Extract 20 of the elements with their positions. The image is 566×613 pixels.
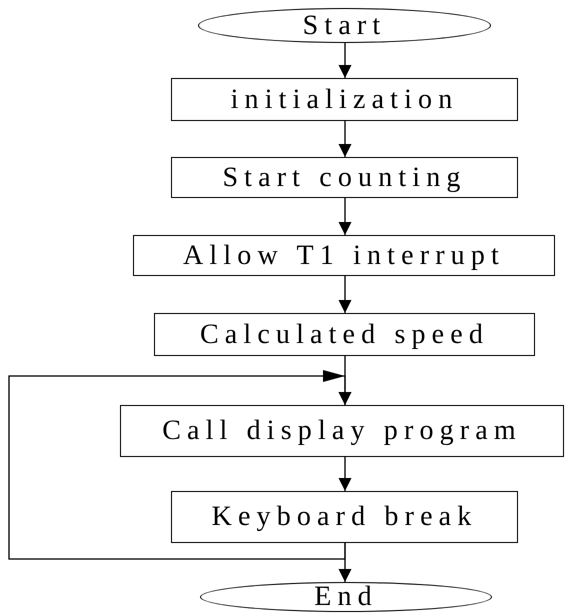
process-box — [120, 405, 564, 457]
node-label: Start — [302, 12, 386, 40]
node-label: Allow T1 interrupt — [183, 242, 505, 270]
node-label: initialization — [230, 86, 458, 114]
arrow — [338, 43, 352, 78]
node-label: Calculated speed — [200, 320, 490, 348]
node-label: Call display program — [162, 417, 522, 445]
process-box — [133, 235, 555, 276]
node-label: Keyboard break — [212, 503, 478, 531]
arrow — [338, 457, 352, 491]
node-label: Start counting — [222, 164, 467, 192]
process-box — [171, 491, 518, 543]
process-box — [171, 78, 518, 121]
arrow — [338, 198, 352, 235]
process-box — [154, 313, 535, 356]
arrow — [338, 276, 352, 313]
process-box — [171, 157, 518, 198]
node-label: End — [314, 583, 378, 611]
arrow — [338, 121, 352, 157]
loop-arrow — [8, 370, 352, 560]
